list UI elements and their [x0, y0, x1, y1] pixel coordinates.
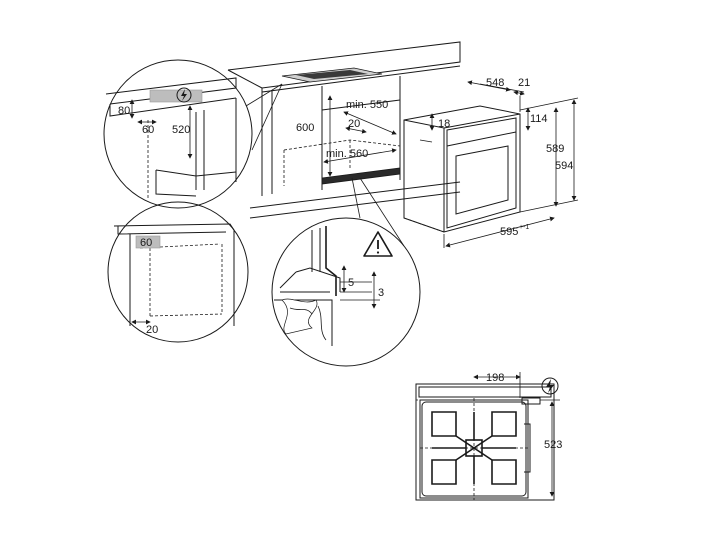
width-tolerance-label: +-1 [519, 224, 529, 231]
kitchen-cabinet [227, 41, 461, 219]
niche-min-depth-label: min. 550 [346, 99, 388, 111]
detail-circle-gap: 5 3 [271, 177, 421, 367]
cooktop-hob [281, 67, 383, 83]
niche-min-width-label: min. 560 [326, 148, 368, 160]
oven-top-view: 198 523 [415, 372, 562, 501]
oven-unit [403, 105, 521, 233]
niche-back-label: 20 [348, 118, 360, 130]
top-offset-label: 114 [530, 113, 548, 125]
height-body-label: 589 [546, 143, 564, 155]
top-view-electric-icon [541, 377, 559, 395]
niche-dimensions: 600 min. 550 20 min. 560 [296, 95, 397, 177]
niche-height-label: 600 [296, 122, 314, 134]
front-panel-label: 21 [518, 77, 530, 89]
height-total-label: 594 [555, 160, 573, 172]
oven-dimensions: 548 21 114 589 594 595 +-1 18 [429, 77, 579, 248]
detail-side-20-label: 20 [146, 324, 158, 336]
width-label: 595 [500, 226, 518, 238]
gap-3-label: 3 [378, 287, 384, 299]
ventilation-strip [321, 167, 401, 185]
detail-side-60-label: 60 [140, 237, 152, 249]
oven-depth-label: 548 [486, 77, 504, 89]
connection-zone [149, 89, 203, 103]
detail-circle-top: 80 60 520 [103, 59, 283, 209]
top-view-198-label: 198 [486, 372, 504, 384]
gap-5-label: 5 [348, 277, 354, 289]
top-view-523-label: 523 [544, 439, 562, 451]
detail-top-520-label: 520 [172, 124, 190, 136]
warning-icon [363, 231, 393, 257]
top-clearance-label: 18 [438, 118, 450, 130]
side-connection-zone [135, 235, 161, 249]
detail-top-80-label: 80 [118, 105, 130, 117]
detail-circle-side: 60 20 [107, 201, 249, 343]
electric-connection-icon [176, 87, 192, 103]
detail-top-60-label: 60 [142, 124, 154, 136]
